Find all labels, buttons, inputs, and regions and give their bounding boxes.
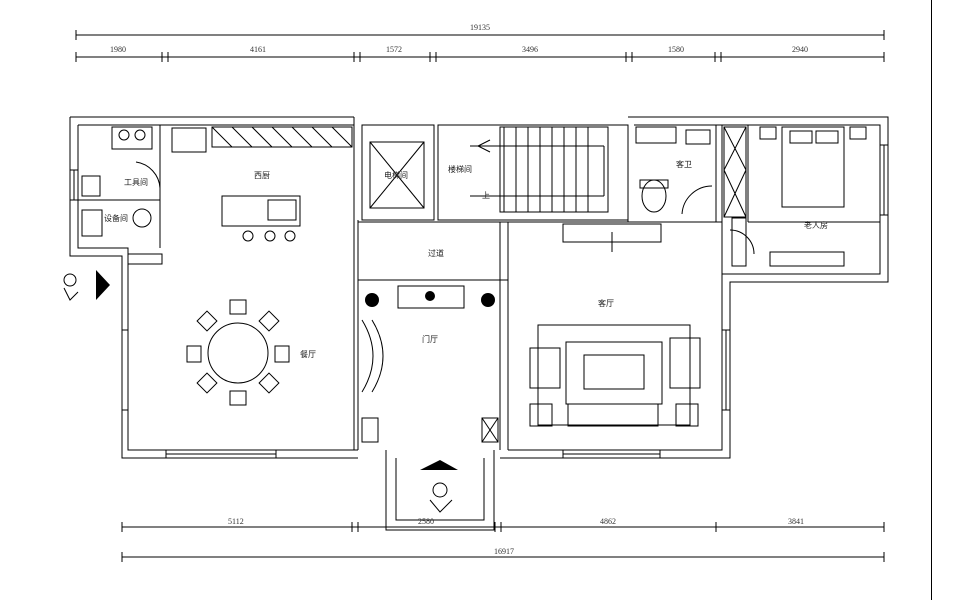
plant-icon [365, 291, 495, 307]
dimension-label-bottom-4: 3841 [788, 517, 804, 526]
dimension-bottom-segments [121, 522, 885, 532]
bed [759, 126, 867, 208]
wardrobe [723, 126, 747, 218]
room-label-equipment: 设备间 [104, 213, 128, 223]
dimension-label-bottom-2: 2580 [418, 517, 434, 526]
dining-table [186, 299, 290, 406]
dimension-label-top-total: 19135 [470, 23, 490, 32]
dimension-label-bottom-total: 16917 [494, 547, 514, 556]
room-label-passage: 过道 [428, 248, 444, 258]
room-label-foyer: 门厅 [422, 334, 438, 344]
room-label-dining: 餐厅 [300, 350, 316, 359]
dimension-label-top-3: 1572 [386, 45, 402, 54]
entry-arrow-icon [420, 460, 458, 470]
room-label-elder-bedroom: 老人房 [804, 220, 828, 230]
dimension-bottom-total [121, 552, 885, 562]
sheet-border-line [931, 0, 932, 600]
room-label-living: 客厅 [598, 298, 614, 308]
interior-walls [78, 117, 880, 450]
room-label-kitchen: 西厨 [254, 171, 270, 180]
dimension-label-top-1: 1980 [110, 45, 126, 54]
base-cabinet [127, 253, 163, 265]
dimension-label-top-2: 4161 [250, 45, 266, 54]
laundry-sink [81, 175, 101, 197]
dimension-label-top-4: 3496 [522, 45, 538, 54]
washer [81, 208, 152, 237]
bathroom-fixtures [635, 126, 711, 213]
room-label-storage: 工具间 [124, 178, 148, 187]
room-label-stair-up: 上 [482, 191, 490, 200]
room-label-stairs: 楼梯间 [448, 164, 472, 174]
stove [111, 126, 153, 150]
tv-console [562, 223, 662, 252]
staircase [470, 126, 609, 213]
windows [70, 144, 888, 458]
person-walking-icon [63, 273, 453, 513]
dimension-top-segments [75, 52, 885, 62]
fridge [171, 127, 207, 153]
north-arrow-icon [96, 270, 110, 300]
exterior-walls [69, 116, 889, 531]
room-label-guest-bath: 客卫 [676, 159, 692, 169]
elevator-shaft [369, 141, 425, 209]
dimension-label-bottom-3: 4862 [600, 517, 616, 526]
kitchen-island [221, 195, 301, 242]
door-swings [135, 161, 755, 255]
bedroom-cabinet [731, 217, 845, 267]
dimension-label-top-5: 1580 [668, 45, 684, 54]
cabinet-row [211, 126, 353, 148]
room-label-elevator: 电梯间 [384, 170, 408, 180]
sofa-set [529, 324, 701, 427]
dimension-label-top-6: 2940 [792, 45, 808, 54]
dimension-label-bottom-1: 5112 [228, 517, 244, 526]
dimension-top-total [75, 30, 885, 40]
foyer-console [361, 285, 499, 443]
